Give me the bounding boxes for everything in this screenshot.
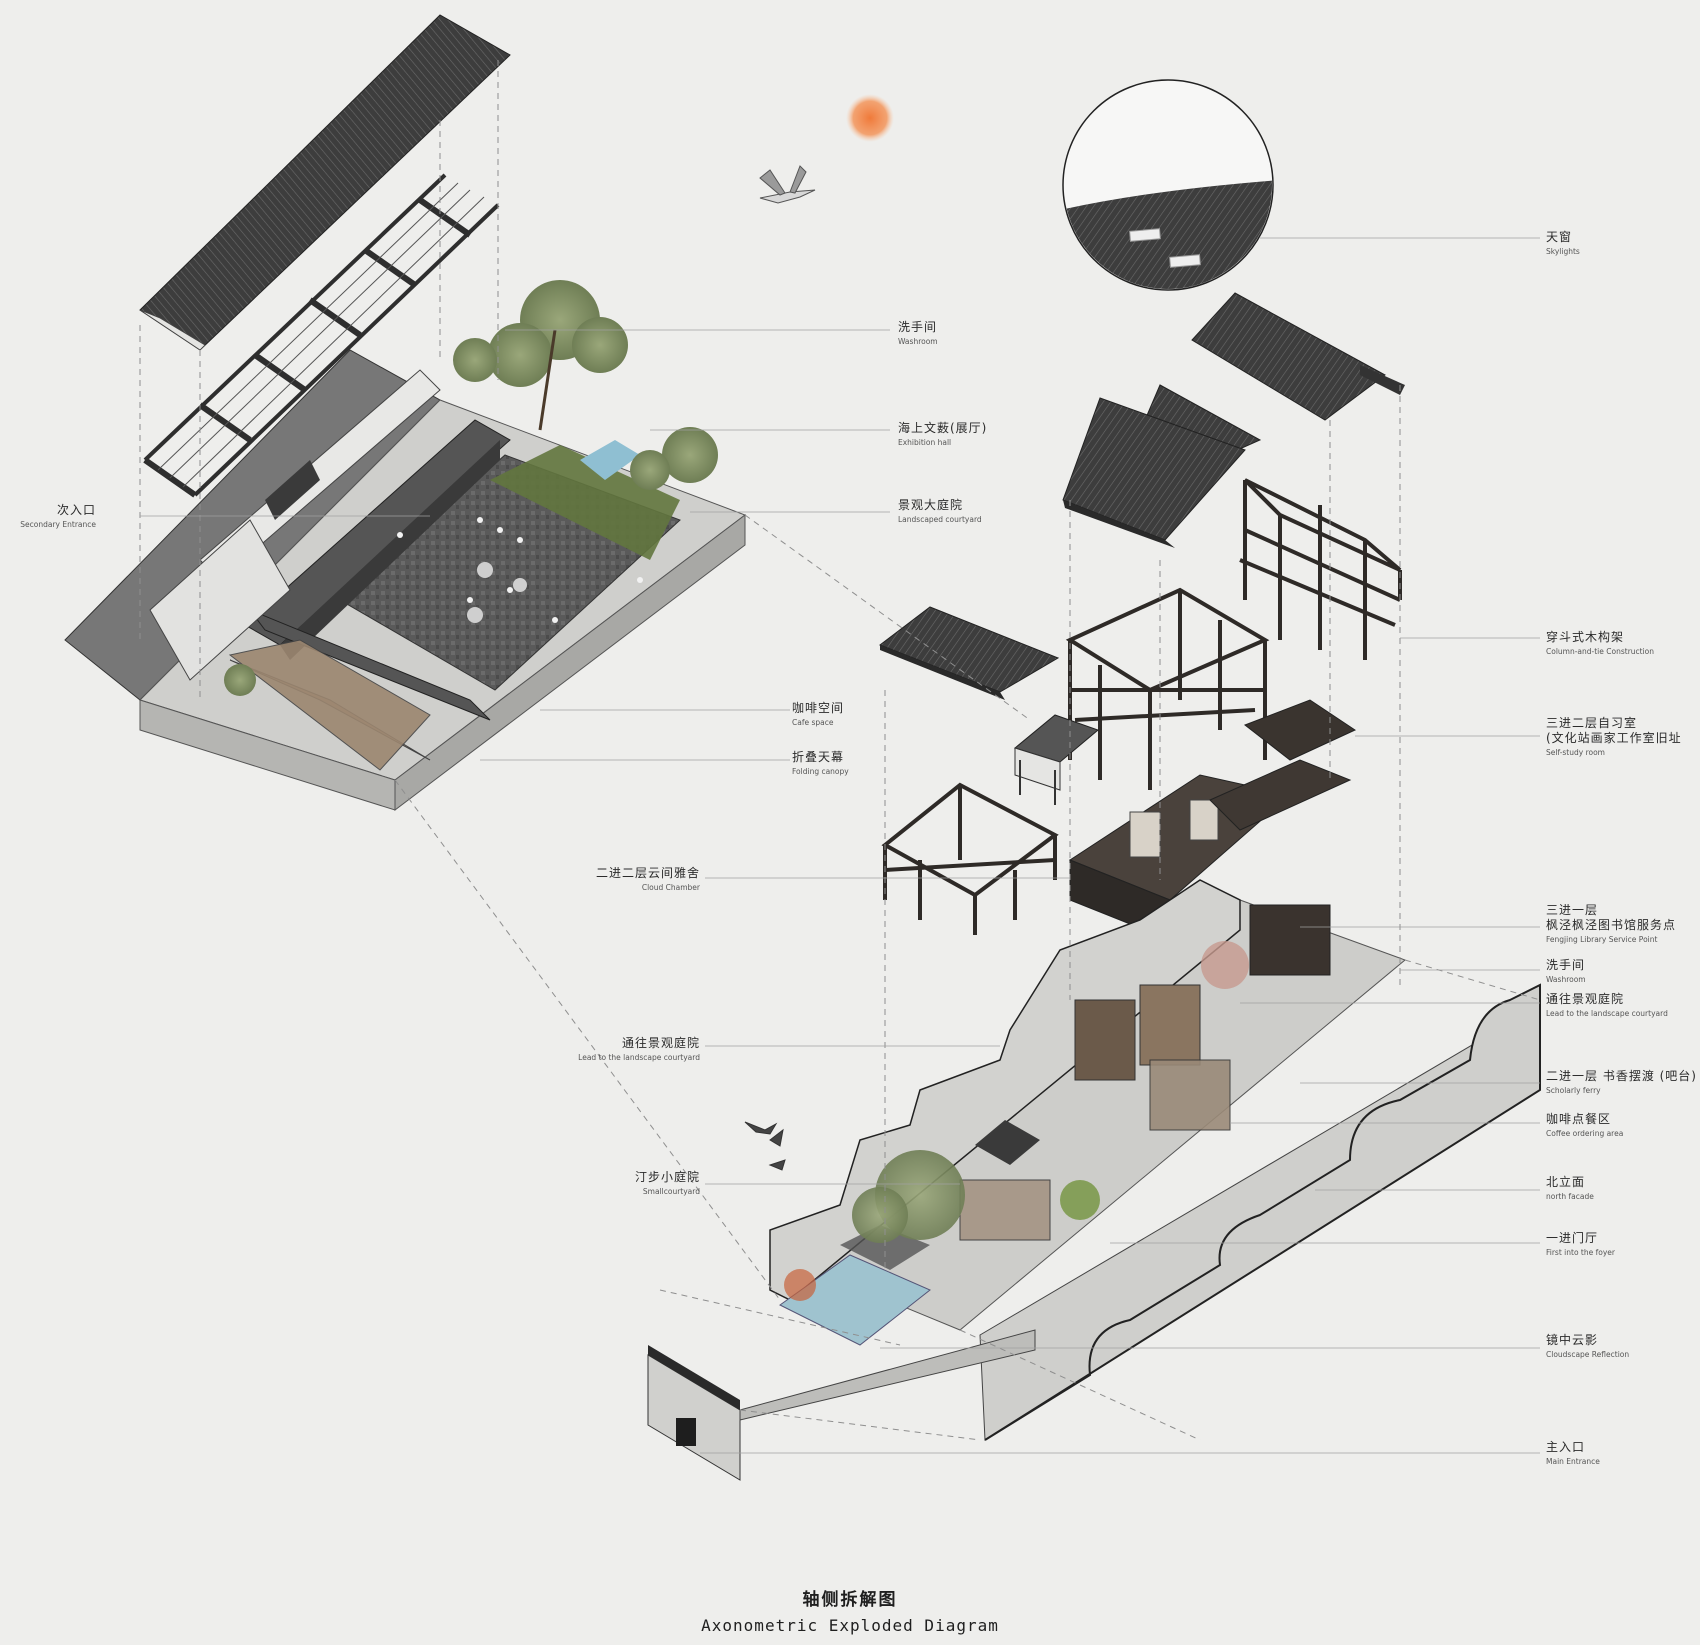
label-zh: 景观大庭院 <box>898 498 964 512</box>
label-column-tie: 穿斗式木构架 Column-and-tie Construction <box>1546 630 1654 658</box>
ground-floor-building <box>647 879 1541 1481</box>
label-en: Exhibition hall <box>898 438 952 447</box>
label-zh: 三进二层自习室 <box>1546 716 1638 730</box>
label-zh: 北立面 <box>1546 1175 1586 1189</box>
label-en: Washroom <box>1546 975 1586 984</box>
label-zh: 海上文薮(展厅) <box>898 421 988 435</box>
label-en: Cloud Chamber <box>641 883 700 892</box>
upper-roofs <box>878 292 1405 700</box>
timber-frames <box>881 478 1402 935</box>
crane-bird-icon <box>759 165 816 204</box>
leader-lines <box>140 237 1540 1454</box>
label-small-courtyard: 汀步小庭院 Smallcourtyard <box>580 1170 700 1198</box>
label-main-entrance: 主入口 Main Entrance <box>1546 1440 1600 1468</box>
label-zh: 折叠天幕 <box>792 750 845 764</box>
label-scholarly-ferry: 二进一层 书香摆渡 (吧台) Scholarly ferry <box>1546 1069 1697 1097</box>
label-coffee-ordering: 咖啡点餐区 Coffee ordering area <box>1546 1112 1623 1140</box>
label-secondary-entrance: 次入口 Secondary Entrance <box>0 503 96 531</box>
label-zh: 洗手间 <box>1546 958 1586 972</box>
label-cloud-chamber: 二进二层云间雅舍 Cloud Chamber <box>580 866 700 894</box>
label-en: Secondary Entrance <box>20 520 96 529</box>
label-en: Coffee ordering area <box>1546 1129 1624 1138</box>
label-zh: 二进一层 书香摆渡 (吧台) <box>1546 1069 1697 1083</box>
label-zh: 镜中云影 <box>1546 1333 1599 1347</box>
pergola-frame <box>143 173 500 498</box>
kiosk-pavilion <box>1013 714 1099 805</box>
label-zh: 二进二层云间雅舍 <box>595 866 700 880</box>
label-north-facade: 北立面 north facade <box>1546 1175 1594 1203</box>
label-zh: 通往景观庭院 <box>1546 992 1625 1006</box>
swallow-birds-icon <box>744 1121 786 1171</box>
label-self-study: 三进二层自习室 (文化站画家工作室旧址 Self-study room <box>1546 716 1682 759</box>
label-zh: 三进一层 <box>1546 903 1599 917</box>
diagram-title-en: Axonometric Exploded Diagram <box>701 1616 999 1635</box>
courtyard-plan-base <box>64 349 747 812</box>
label-fengjing-library: 三进一层 枫泾枫泾图书馆服务点 Fengjing Library Service… <box>1546 903 1676 946</box>
label-en: Smallcourtyard <box>642 1187 700 1196</box>
label-en: Washroom <box>898 337 938 346</box>
label-en: Column-and-tie Construction <box>1546 647 1655 656</box>
label-zh: 主入口 <box>1546 1440 1586 1454</box>
label-zh-line2: 枫泾枫泾图书馆服务点 <box>1546 918 1677 932</box>
label-zh: 汀步小庭院 <box>634 1170 700 1184</box>
skylight-detail-circle <box>1062 79 1274 291</box>
label-exhibition-hall: 海上文薮(展厅) Exhibition hall <box>898 421 987 449</box>
label-folding-canopy: 折叠天幕 Folding canopy <box>792 750 849 778</box>
label-first-foyer: 一进门厅 First into the foyer <box>1546 1231 1615 1259</box>
diagram-title: 轴侧拆解图 Axonometric Exploded Diagram <box>0 1585 1700 1635</box>
diagram-title-zh: 轴侧拆解图 <box>802 1590 898 1610</box>
label-zh: 洗手间 <box>898 320 938 334</box>
sun-icon <box>846 94 894 142</box>
label-skylights: 天窗 Skylights <box>1546 230 1580 258</box>
label-en: Cloudscape Reflection <box>1546 1350 1630 1359</box>
label-washroom-bottom: 洗手间 Washroom <box>1546 958 1586 986</box>
label-lead-courtyard-left: 通往景观庭院 Lead to the landscape courtyard <box>520 1036 700 1064</box>
label-en: First into the foyer <box>1546 1248 1615 1257</box>
label-zh: 一进门厅 <box>1546 1231 1599 1245</box>
label-en: Self-study room <box>1546 748 1605 757</box>
label-zh: 咖啡点餐区 <box>1546 1112 1612 1126</box>
label-en: Lead to the landscape courtyard <box>578 1053 700 1062</box>
long-roof <box>139 14 511 351</box>
second-floor-rooms <box>1068 699 1357 941</box>
projection-lines <box>139 60 1541 1441</box>
label-en: Folding canopy <box>792 767 849 776</box>
label-cloudscape: 镜中云影 Cloudscape Reflection <box>1546 1333 1629 1361</box>
label-zh: 天窗 <box>1546 230 1573 244</box>
label-en: Main Entrance <box>1546 1457 1600 1466</box>
label-lead-courtyard-right: 通往景观庭院 Lead to the landscape courtyard <box>1546 992 1668 1020</box>
label-en: Cafe space <box>792 718 834 727</box>
label-zh-line2: (文化站画家工作室旧址 <box>1546 731 1682 745</box>
label-en: Landscaped courtyard <box>898 515 982 524</box>
label-en: Scholarly ferry <box>1546 1086 1601 1095</box>
label-en: Skylights <box>1546 247 1580 256</box>
label-cafe-space: 咖啡空间 Cafe space <box>792 701 844 729</box>
label-en: north facade <box>1546 1192 1594 1201</box>
label-landscaped-courtyard: 景观大庭院 Landscaped courtyard <box>898 498 982 526</box>
label-zh: 次入口 <box>56 503 96 517</box>
tree-icon <box>224 280 718 696</box>
label-zh: 咖啡空间 <box>792 701 845 715</box>
label-en: Lead to the landscape courtyard <box>1546 1009 1668 1018</box>
label-zh: 穿斗式木构架 <box>1546 630 1625 644</box>
label-zh: 通往景观庭院 <box>621 1036 700 1050</box>
label-en: Fengjing Library Service Point <box>1546 935 1658 944</box>
people-figures <box>397 517 643 623</box>
label-washroom-top: 洗手间 Washroom <box>898 320 938 348</box>
